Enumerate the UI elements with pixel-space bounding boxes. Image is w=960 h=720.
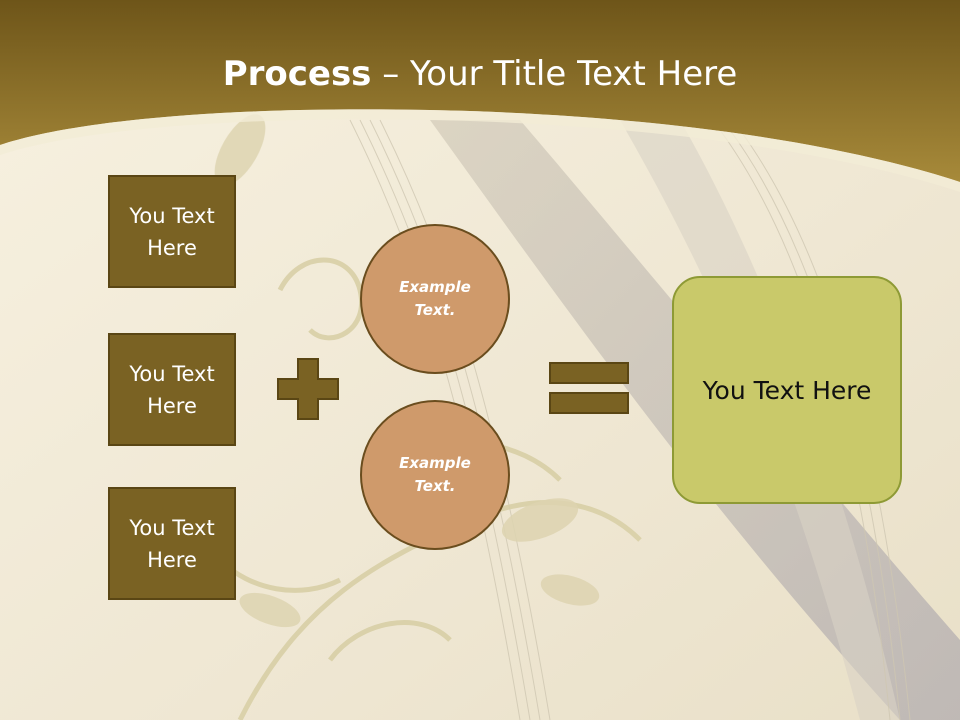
input-box-1: You Text Here	[108, 175, 236, 288]
input-box-3: You Text Here	[108, 487, 236, 600]
plus-icon	[277, 358, 339, 420]
input-box-2: You Text Here	[108, 333, 236, 446]
slide-title: Process – Your Title Text Here	[0, 52, 960, 96]
example-circle-2: Example Text.	[360, 400, 510, 550]
equals-icon	[549, 362, 629, 414]
title-bold: Process	[222, 54, 372, 94]
result-box: You Text Here	[672, 276, 902, 504]
title-rest: – Your Title Text Here	[371, 54, 738, 94]
example-circle-1: Example Text.	[360, 224, 510, 374]
